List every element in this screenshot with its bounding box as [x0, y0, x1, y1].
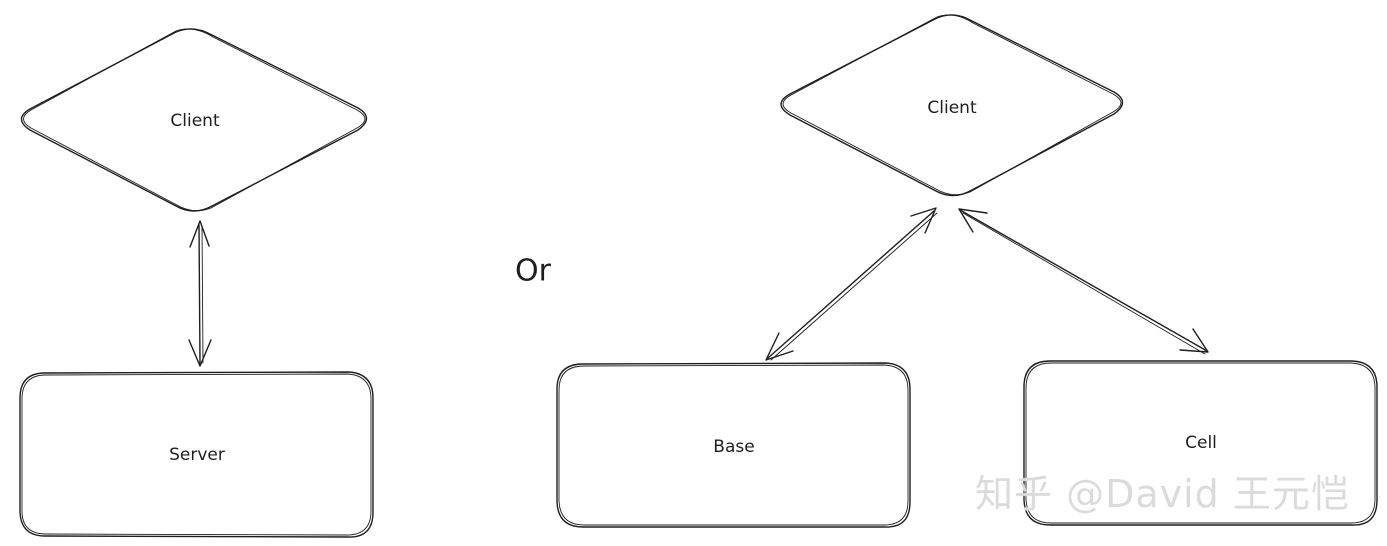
cell-box	[1023, 360, 1378, 526]
client-cell-arrow	[958, 208, 1209, 355]
left-server-box	[19, 371, 374, 538]
left-client-label: Client	[170, 111, 220, 131]
cell-label: Cell	[1185, 433, 1217, 453]
client-base-arrow	[765, 207, 938, 361]
base-label: Base	[713, 437, 754, 457]
base-box	[556, 362, 911, 528]
left-client-diamond	[20, 28, 368, 212]
right-client-label: Client	[927, 98, 977, 118]
or-separator: Or	[515, 254, 552, 289]
left-bidirectional-arrow	[188, 220, 212, 367]
left-server-label: Server	[169, 445, 225, 465]
right-client-diamond	[780, 14, 1124, 197]
